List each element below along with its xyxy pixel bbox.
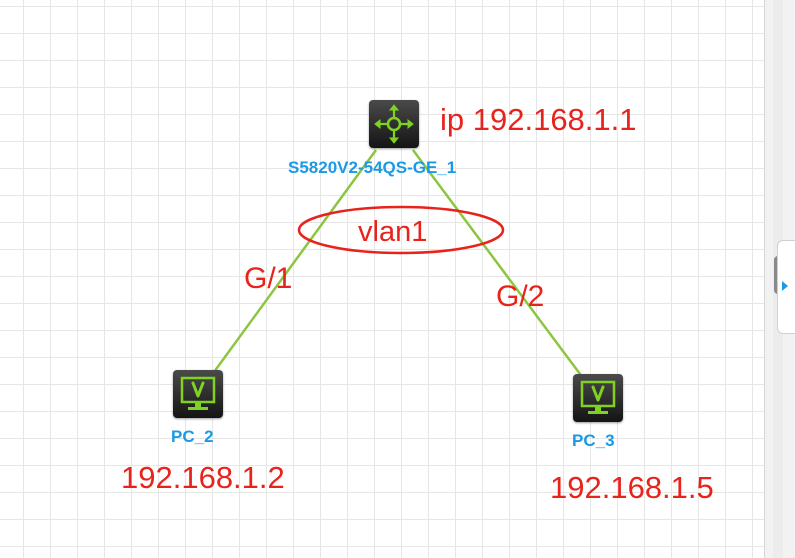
port-label-left: G/1 [244,262,293,295]
panel-toggle-button[interactable] [777,240,795,334]
monitor-icon [580,380,616,414]
vlan-label: vlan1 [358,216,428,248]
switch-ip-annotation: ip 192.168.1.1 [440,102,637,137]
pc3-device[interactable] [573,374,623,422]
pc2-label[interactable]: PC_2 [171,427,214,446]
pc2-device[interactable] [173,370,223,418]
switch-device[interactable] [369,100,419,148]
monitor-icon [180,376,216,410]
link-switch-pc3[interactable] [411,149,585,379]
port-label-right: G/2 [496,280,545,313]
link-switch-pc2[interactable] [212,149,378,373]
chevron-right-icon [782,281,788,291]
vlan-ellipse [297,205,505,255]
pc2-ip-annotation: 192.168.1.2 [121,460,285,495]
pc3-label[interactable]: PC_3 [572,431,615,450]
pc3-ip-annotation: 192.168.1.5 [550,470,714,505]
switch-icon [374,104,414,144]
side-panel [764,0,795,558]
switch-label[interactable]: S5820V2-54QS-GE_1 [288,158,457,177]
